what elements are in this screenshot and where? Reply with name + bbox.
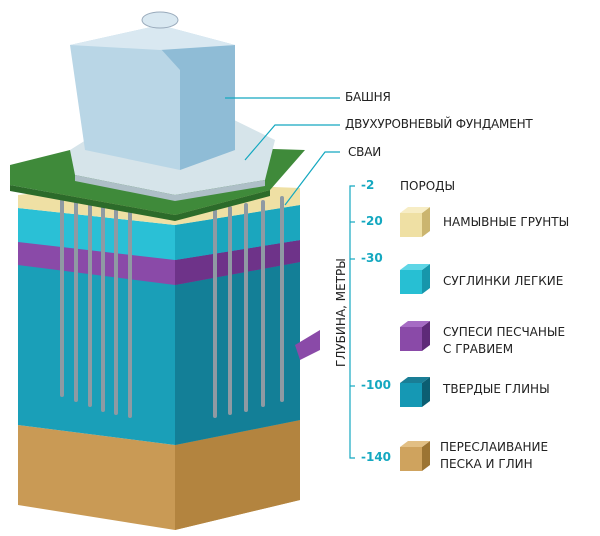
legend-item-sand-clay: ПЕРЕСЛАИВАНИЕ ПЕСКА И ГЛИН	[440, 439, 548, 473]
depth-tick: -140	[361, 450, 392, 464]
grass-edge	[10, 185, 270, 221]
legend-label: С ГРАВИЕМ	[443, 342, 514, 356]
layer-hard-clay-side	[175, 258, 300, 445]
swatch-sand-clay	[400, 441, 430, 471]
depth-tick: -100	[361, 378, 392, 392]
legend-item-light-loam: СУГЛИНКИ ЛЕГКИЕ	[443, 273, 563, 290]
tower-top-ring	[141, 11, 179, 29]
legend-swatches	[400, 207, 430, 471]
legend-item-alluvial: НАМЫВНЫЕ ГРУНТЫ	[443, 214, 569, 231]
callout-tower: БАШНЯ	[345, 90, 391, 104]
callout-piles: СВАИ	[348, 145, 381, 159]
legend-label: СУГЛИНКИ ЛЕГКИЕ	[443, 274, 564, 288]
layer-sandy-loam-side	[175, 240, 300, 285]
legend-label: НАМЫВНЫЕ ГРУНТЫ	[443, 215, 570, 229]
sandy-loam-lens	[295, 330, 320, 360]
legend-label: СУПЕСИ ПЕСЧАНЫЕ	[443, 325, 566, 339]
legend-label: ТВЕРДЫЕ ГЛИНЫ	[443, 382, 550, 396]
swatch-light-loam	[400, 264, 430, 294]
legend-label: ПЕРЕСЛАИВАНИЕ	[440, 440, 549, 454]
depth-tick: -20	[361, 214, 383, 228]
swatch-alluvial	[400, 207, 430, 237]
swatch-sandy-loam	[400, 321, 430, 351]
piles	[60, 196, 284, 418]
legend-label: ПЕСКА И ГЛИН	[440, 457, 533, 471]
tower-side	[160, 45, 235, 170]
depth-axis-title: ГЛУБИНА, МЕТРЫ	[334, 258, 348, 367]
tower-roof	[70, 25, 235, 50]
depth-tick: -30	[361, 251, 383, 265]
legend-item-hard-clay: ТВЕРДЫЕ ГЛИНЫ	[443, 381, 550, 398]
callout-lines	[225, 97, 355, 459]
layer-sand-clay-side	[175, 420, 300, 530]
swatch-hard-clay	[400, 377, 430, 407]
legend-item-sandy-loam: СУПЕСИ ПЕСЧАНЫЕ С ГРАВИЕМ	[443, 324, 565, 358]
foundation-edge	[75, 175, 265, 201]
depth-axis-line	[349, 185, 355, 459]
callout-foundation: ДВУХУРОВНЕВЫЙ ФУНДАМЕНТ	[345, 117, 533, 131]
legend-title: ПОРОДЫ	[400, 179, 456, 193]
layer-light-loam-side	[175, 205, 300, 260]
depth-tick: -2	[361, 178, 375, 192]
